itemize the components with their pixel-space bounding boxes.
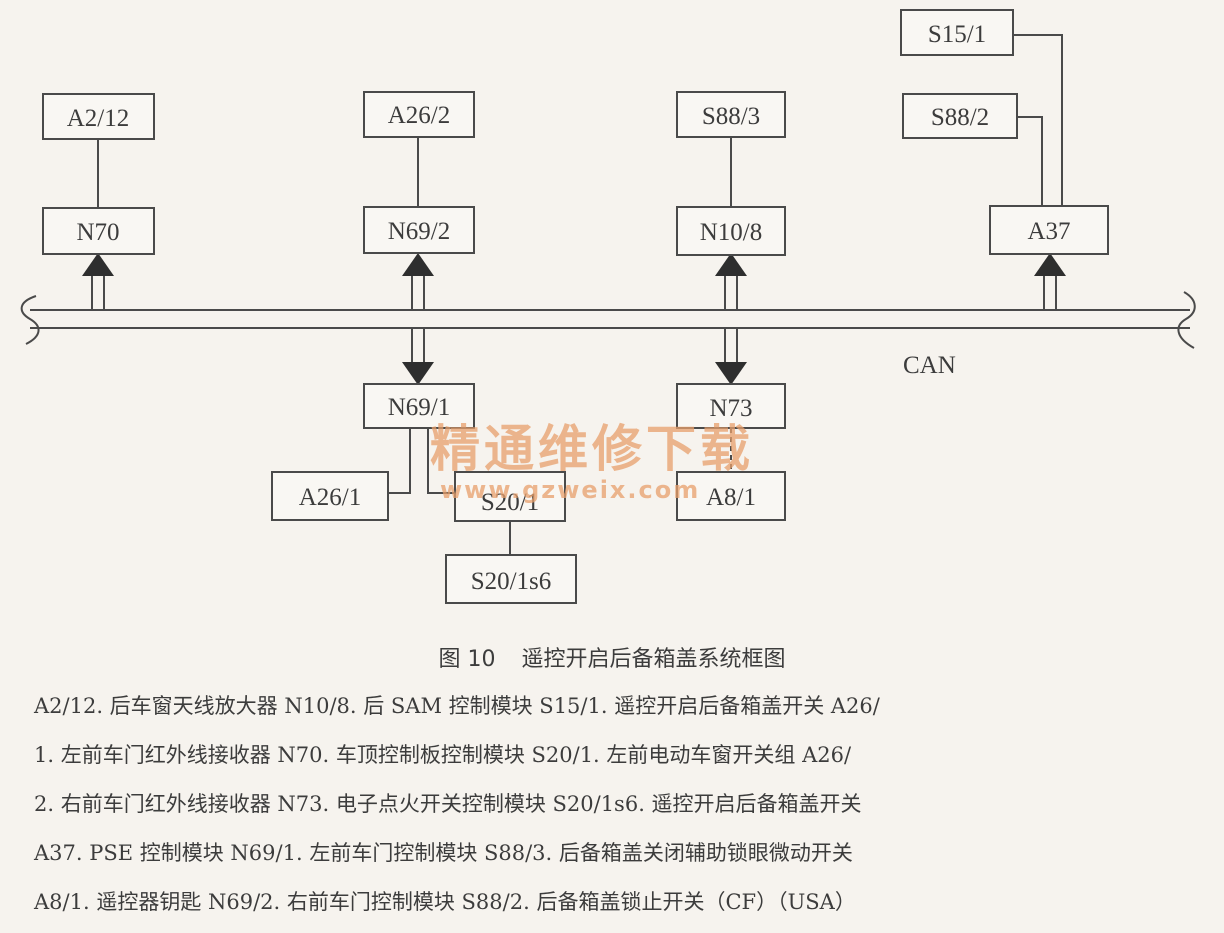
label-s88-2: S88/2 [931,104,989,131]
box-n69-1 [363,383,475,429]
label-a26-1: A26/1 [299,484,362,511]
tap-n69-1 [411,328,425,362]
legend: A2/12. 后车窗天线放大器 N10/8. 后 SAM 控制模块 S15/1.… [34,688,1209,933]
can-bus-label: CAN [903,352,956,379]
box-a26-1 [271,471,389,521]
box-n70 [42,207,155,255]
box-n73 [676,383,786,429]
label-s20-1: S20/1 [481,489,539,516]
box-n10-8 [676,206,786,256]
label-s15-1: S15/1 [928,21,986,48]
label-a37: A37 [1027,218,1070,245]
box-s20-1 [454,471,566,522]
box-s15-1 [900,9,1014,56]
label-s20-1s6: S20/1s6 [471,568,552,595]
box-a8-1 [676,471,786,521]
link-s88-2-a37 [1017,116,1043,206]
link-n69-1-a26-1 [388,428,411,494]
tap-n73 [724,328,738,362]
arrow-down-n73 [715,362,747,385]
caption-number: 图 10 [438,647,496,672]
tap-n70 [91,276,105,310]
link-n69-1-s20-1 [427,428,455,494]
arrow-up-n10-8 [715,253,747,276]
legend-line: A8/1. 遥控器钥匙 N69/2. 右前车门控制模块 S88/2. 后备箱盖锁… [34,890,856,914]
can-bus-break-right [1177,291,1196,349]
caption-title: 遥控开启后备箱盖系统框图 [521,647,786,672]
box-s88-2 [902,93,1018,139]
label-a26-2: A26/2 [388,102,451,129]
box-a2-12 [42,93,155,140]
tap-n10-8 [724,276,738,310]
label-n69-1: N69/1 [388,394,451,421]
legend-line: 1. 左前车门红外线接收器 N70. 车顶控制板控制模块 S20/1. 左前电动… [34,743,852,767]
arrow-up-n69-2 [402,253,434,276]
box-s88-3 [676,91,786,138]
box-n69-2 [363,206,475,254]
box-s20-1s6 [445,554,577,604]
label-n70: N70 [76,219,119,246]
figure-caption: 图 10 遥控开启后备箱盖系统框图 [0,641,1224,673]
label-n10-8: N10/8 [700,219,763,246]
watermark-url: www.gzweix.com [440,476,700,504]
watermark-text: 精通维修下载 [430,420,754,478]
tap-a37 [1043,276,1057,310]
label-s88-3: S88/3 [702,103,760,130]
legend-line: A2/12. 后车窗天线放大器 N10/8. 后 SAM 控制模块 S15/1.… [34,694,880,718]
label-a8-1: A8/1 [706,484,756,511]
arrow-up-n70 [82,253,114,276]
box-a37 [989,205,1109,255]
legend-line: A37. PSE 控制模块 N69/1. 左前车门控制模块 S88/3. 后备箱… [34,841,853,865]
legend-line: 2. 右前车门红外线接收器 N73. 电子点火开关控制模块 S20/1s6. 遥… [34,792,862,816]
box-a26-2 [363,91,475,138]
block-diagram: A2/12 A26/2 S88/3 S15/1 S88/2 N70 N69/2 … [20,9,1196,604]
can-bus-break-left [20,295,40,345]
label-a2-12: A2/12 [67,105,130,132]
label-n73: N73 [709,395,752,422]
label-n69-2: N69/2 [388,218,451,245]
arrow-up-a37 [1034,253,1066,276]
link-s15-1-a37 [1013,34,1063,206]
tap-n69-2 [411,276,425,310]
arrow-down-n69-1 [402,362,434,385]
